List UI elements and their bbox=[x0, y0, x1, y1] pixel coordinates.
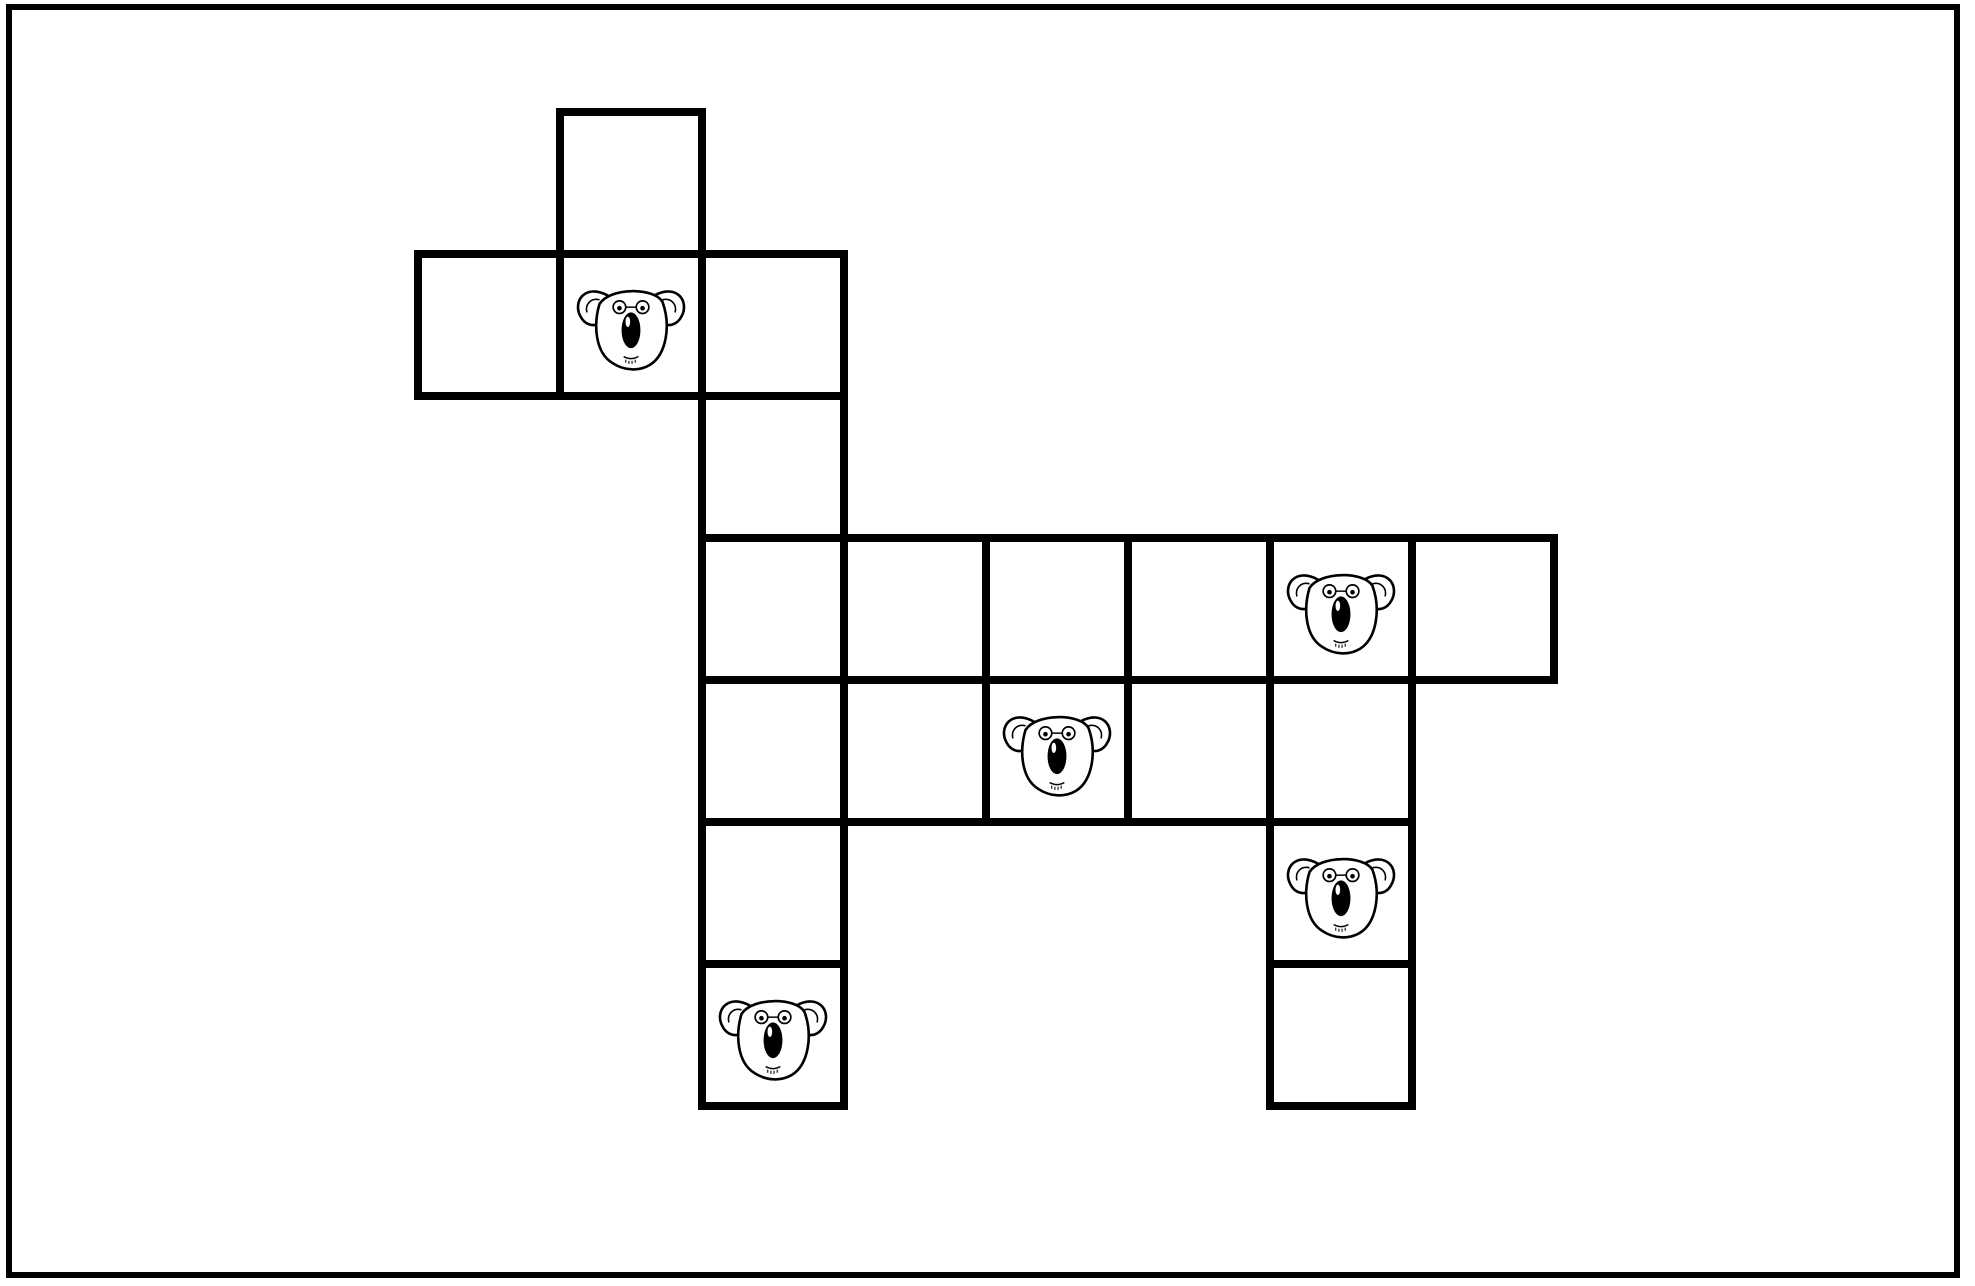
grid-cell-square[interactable] bbox=[702, 254, 844, 396]
empty-cell[interactable] bbox=[560, 112, 702, 254]
empty-cell[interactable] bbox=[1128, 680, 1270, 822]
empty-cell[interactable] bbox=[1128, 538, 1270, 680]
empty-cell[interactable] bbox=[702, 538, 844, 680]
grid-cell-square[interactable] bbox=[844, 680, 986, 822]
grid-cell-square[interactable] bbox=[702, 822, 844, 964]
grid-cell-square[interactable] bbox=[1128, 538, 1270, 680]
empty-cell[interactable] bbox=[418, 254, 560, 396]
grid-cell-square[interactable] bbox=[702, 396, 844, 538]
grid-cell-square[interactable] bbox=[844, 538, 986, 680]
empty-cell[interactable] bbox=[844, 680, 986, 822]
grid-cell-square[interactable] bbox=[1128, 680, 1270, 822]
empty-cell[interactable] bbox=[702, 396, 844, 538]
koala-cell[interactable] bbox=[986, 680, 1128, 822]
empty-cell[interactable] bbox=[1412, 538, 1554, 680]
grid-cell-square[interactable] bbox=[418, 254, 560, 396]
koala-cell[interactable] bbox=[1270, 538, 1412, 680]
grid-cell-square[interactable] bbox=[1270, 964, 1412, 1106]
grid-cell-square[interactable] bbox=[986, 538, 1128, 680]
empty-cell[interactable] bbox=[702, 822, 844, 964]
grid-cell-square[interactable] bbox=[702, 538, 844, 680]
empty-cell[interactable] bbox=[986, 538, 1128, 680]
koala-cell[interactable] bbox=[560, 254, 702, 396]
empty-cell[interactable] bbox=[702, 254, 844, 396]
grid-cell-square[interactable] bbox=[1412, 538, 1554, 680]
empty-cell[interactable] bbox=[702, 680, 844, 822]
grid-cell-square[interactable] bbox=[560, 112, 702, 254]
empty-cell[interactable] bbox=[1270, 680, 1412, 822]
empty-cell[interactable] bbox=[1270, 964, 1412, 1106]
grid-cell-square[interactable] bbox=[1270, 680, 1412, 822]
empty-cell[interactable] bbox=[844, 538, 986, 680]
koala-cell[interactable] bbox=[702, 964, 844, 1106]
koala-cell[interactable] bbox=[1270, 822, 1412, 964]
grid-cell-square[interactable] bbox=[702, 680, 844, 822]
